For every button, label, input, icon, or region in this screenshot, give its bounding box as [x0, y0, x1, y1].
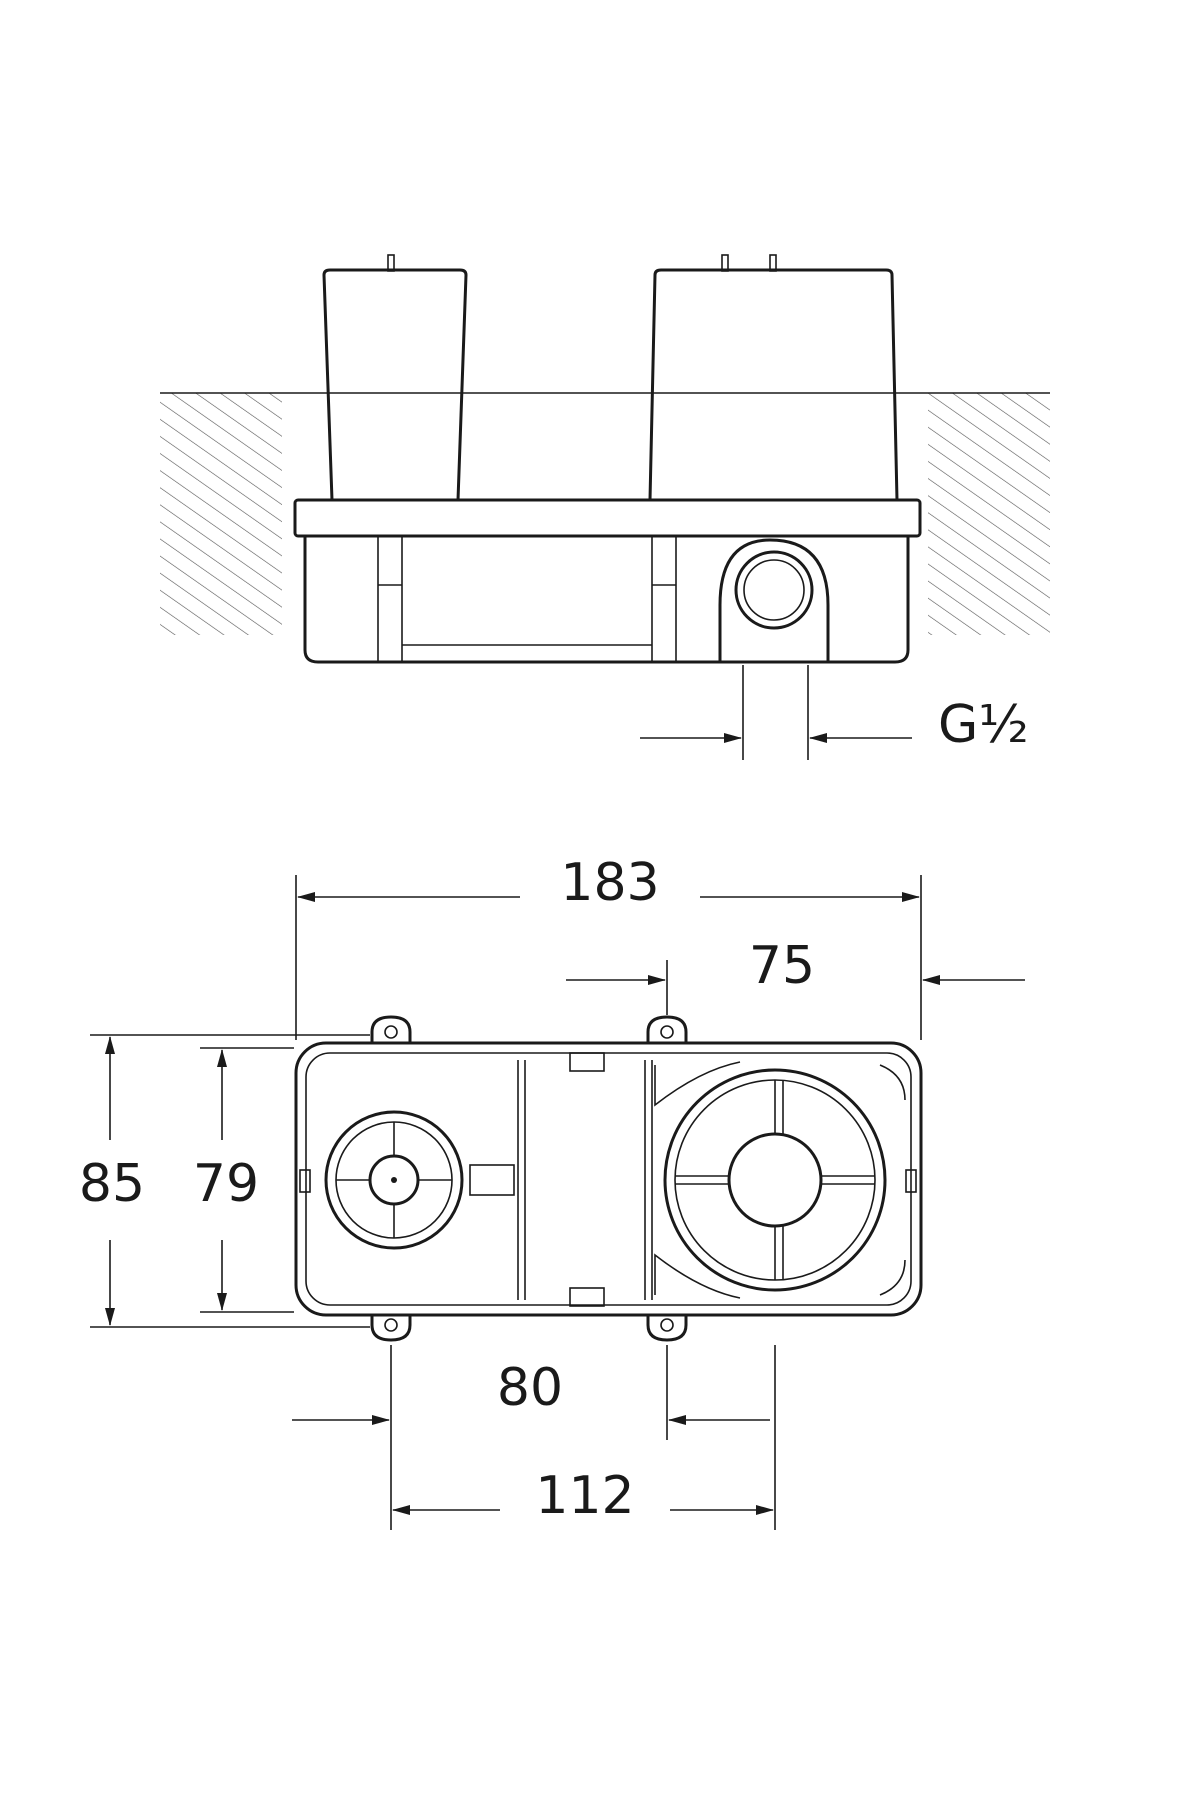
- dim-112-label: 112: [535, 1466, 634, 1526]
- right-valve-seat: [654, 1061, 906, 1299]
- wall-right: [928, 393, 1050, 635]
- outlet-ring-outer: [734, 550, 814, 630]
- side-tab-left: [299, 1169, 311, 1193]
- right-cap: [648, 268, 899, 502]
- dim-183-label: 183: [560, 853, 659, 913]
- outlet-ring-inner: [743, 559, 805, 621]
- right-cap-nub: [721, 254, 729, 272]
- post-right: [651, 535, 677, 663]
- thread-label: G½: [938, 695, 1029, 755]
- left-cap-nub: [387, 254, 395, 272]
- post-left: [377, 535, 403, 663]
- top-view: 183 75 85 79 80 112: [79, 853, 1025, 1530]
- right-cap-nub-2: [769, 254, 777, 272]
- box-inner-outline: [305, 1052, 912, 1306]
- dim-80-label: 80: [497, 1358, 563, 1418]
- dim-75-label: 75: [749, 936, 815, 996]
- dim-85-label: 85: [79, 1154, 145, 1214]
- dim-79-label: 79: [193, 1154, 259, 1214]
- clip-bottom: [569, 1287, 605, 1307]
- outlet-fitting: [718, 538, 830, 664]
- clip-top: [569, 1052, 605, 1072]
- box-outline: [294, 1041, 923, 1317]
- side-view: G½: [160, 254, 1050, 760]
- top-plate: [293, 498, 922, 538]
- wall-left: [160, 393, 282, 635]
- left-valve-seat: [324, 1110, 515, 1250]
- mounting-ears: [370, 1015, 688, 1342]
- left-cap: [322, 268, 468, 502]
- box-body: [303, 534, 910, 664]
- side-tab-right: [905, 1169, 917, 1193]
